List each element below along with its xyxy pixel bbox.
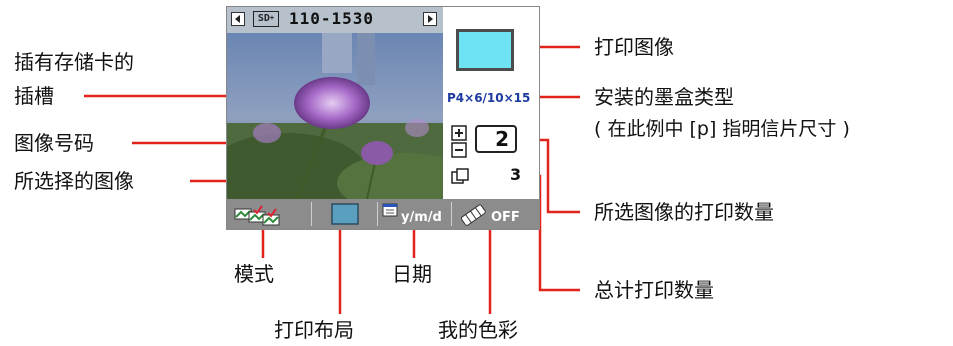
total-prints: 3 (510, 165, 522, 184)
prev-arrow-icon[interactable] (231, 12, 245, 26)
label-print-image: 打印图像 (594, 35, 674, 59)
my-colors-button[interactable]: OFF (455, 199, 539, 229)
plus-minus-icon[interactable] (451, 125, 467, 159)
label-mode: 模式 (234, 262, 274, 286)
bottom-bar: y/m/d OFF (227, 199, 539, 229)
date-format-label: y/m/d (401, 210, 442, 225)
selected-photo[interactable] (227, 33, 443, 199)
image-number: 110-1530 (289, 9, 375, 28)
layout-button[interactable] (317, 199, 377, 229)
label-selected-image: 所选择的图像 (14, 169, 134, 193)
print-image-preview (456, 29, 514, 71)
label-card-slot-1: 插有存储卡的 (14, 50, 134, 74)
label-paper-note: ( 在此例中 [p] 指明信片尺寸 ) (594, 118, 850, 140)
mode-button[interactable] (227, 199, 307, 229)
calendar-icon (382, 203, 398, 217)
divider (311, 202, 312, 226)
label-date: 日期 (392, 262, 432, 286)
label-total-qty: 总计打印数量 (594, 278, 714, 302)
next-arrow-icon[interactable] (423, 12, 437, 26)
lcd-screen: SD+ 110-1530 (226, 6, 540, 230)
label-card-slot-2: 插槽 (14, 84, 54, 108)
divider (377, 202, 378, 226)
label-print-layout: 打印布局 (274, 318, 354, 342)
my-colors-icon (460, 204, 486, 226)
my-colors-state: OFF (491, 210, 520, 225)
mode-icon (234, 205, 280, 226)
date-button[interactable]: y/m/d (379, 199, 449, 229)
label-paper-type: 安装的墨盒类型 (594, 85, 734, 109)
divider (451, 202, 452, 226)
label-image-number: 图像号码 (14, 131, 94, 155)
label-print-qty: 所选图像的打印数量 (594, 200, 774, 224)
print-quantity[interactable]: 2 (475, 125, 517, 153)
layout-icon (331, 203, 359, 225)
top-bar: SD+ 110-1530 (227, 7, 443, 33)
sd-card-badge: SD+ (253, 11, 279, 27)
label-my-colors: 我的色彩 (438, 318, 518, 342)
paper-type-indicator: P4×6/10×15 (447, 91, 531, 105)
total-prints-icon (451, 168, 469, 184)
